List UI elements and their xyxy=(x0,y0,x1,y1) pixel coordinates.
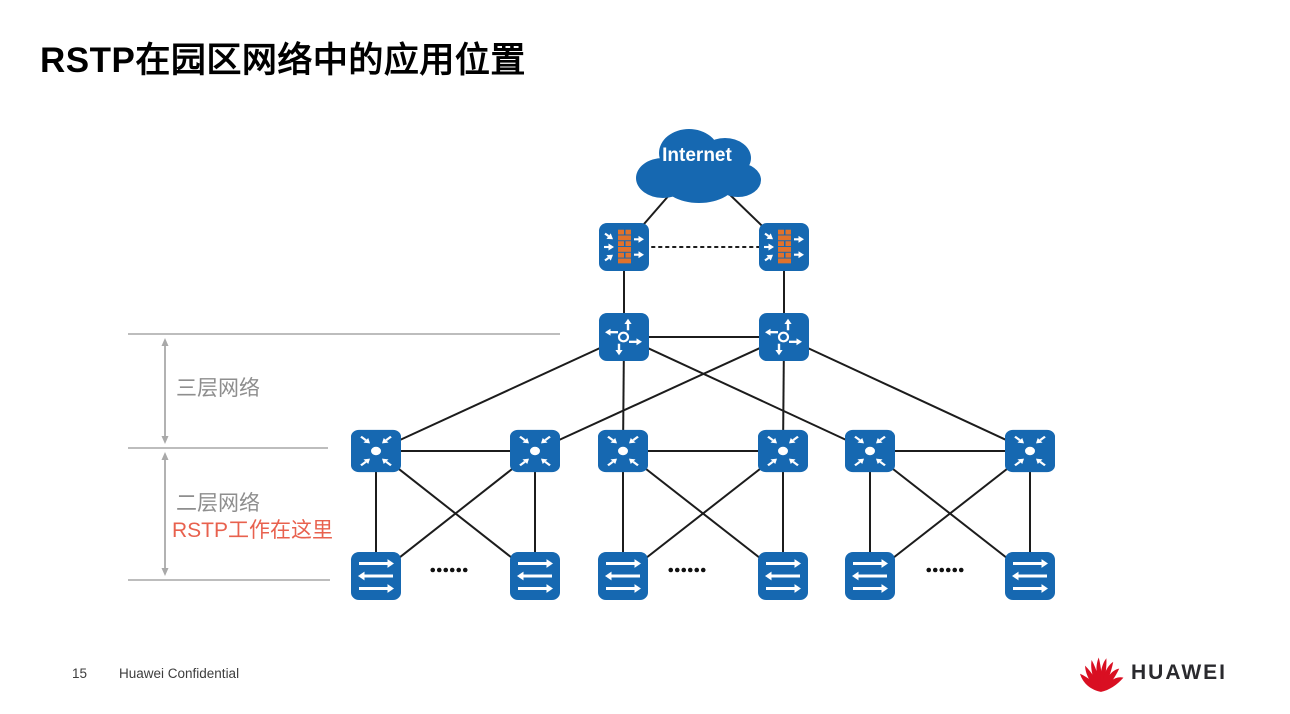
layer3-zone-label: 三层网络 xyxy=(176,377,260,400)
huawei-flower-icon xyxy=(1080,657,1124,692)
huawei-logo: HUAWEI xyxy=(1078,653,1227,693)
page-title: RSTP在园区网络中的应用位置 xyxy=(40,41,526,80)
internet-label: Internet xyxy=(662,145,732,166)
access-switch-4-icon xyxy=(757,551,809,601)
core-router-right-icon xyxy=(758,312,810,362)
firewall-left-icon xyxy=(598,222,650,272)
firewall-right-icon xyxy=(758,222,810,272)
aggregation-switch-5-icon xyxy=(844,429,896,473)
access-switch-5-icon xyxy=(844,551,896,601)
internet-cloud: Internet xyxy=(627,121,767,205)
page-number: 15 xyxy=(72,666,88,681)
confidential-label: Huawei Confidential xyxy=(119,666,240,681)
access-switch-6-icon xyxy=(1004,551,1056,601)
layer2-zone-label: 二层网络 xyxy=(176,492,260,515)
aggregation-switch-2-icon xyxy=(509,429,561,473)
aggregation-switch-6-icon xyxy=(1004,429,1056,473)
access-switch-3-icon xyxy=(597,551,649,601)
aggregation-switch-3-icon xyxy=(597,429,649,473)
huawei-wordmark: HUAWEI xyxy=(1131,661,1227,684)
aggregation-switch-1-icon xyxy=(350,429,402,473)
access-switch-2-icon xyxy=(509,551,561,601)
access-switch-1-icon xyxy=(350,551,402,601)
core-router-left-icon xyxy=(598,312,650,362)
rstp-works-here-label: RSTP工作在这里 xyxy=(172,519,334,542)
aggregation-switch-4-icon xyxy=(757,429,809,473)
